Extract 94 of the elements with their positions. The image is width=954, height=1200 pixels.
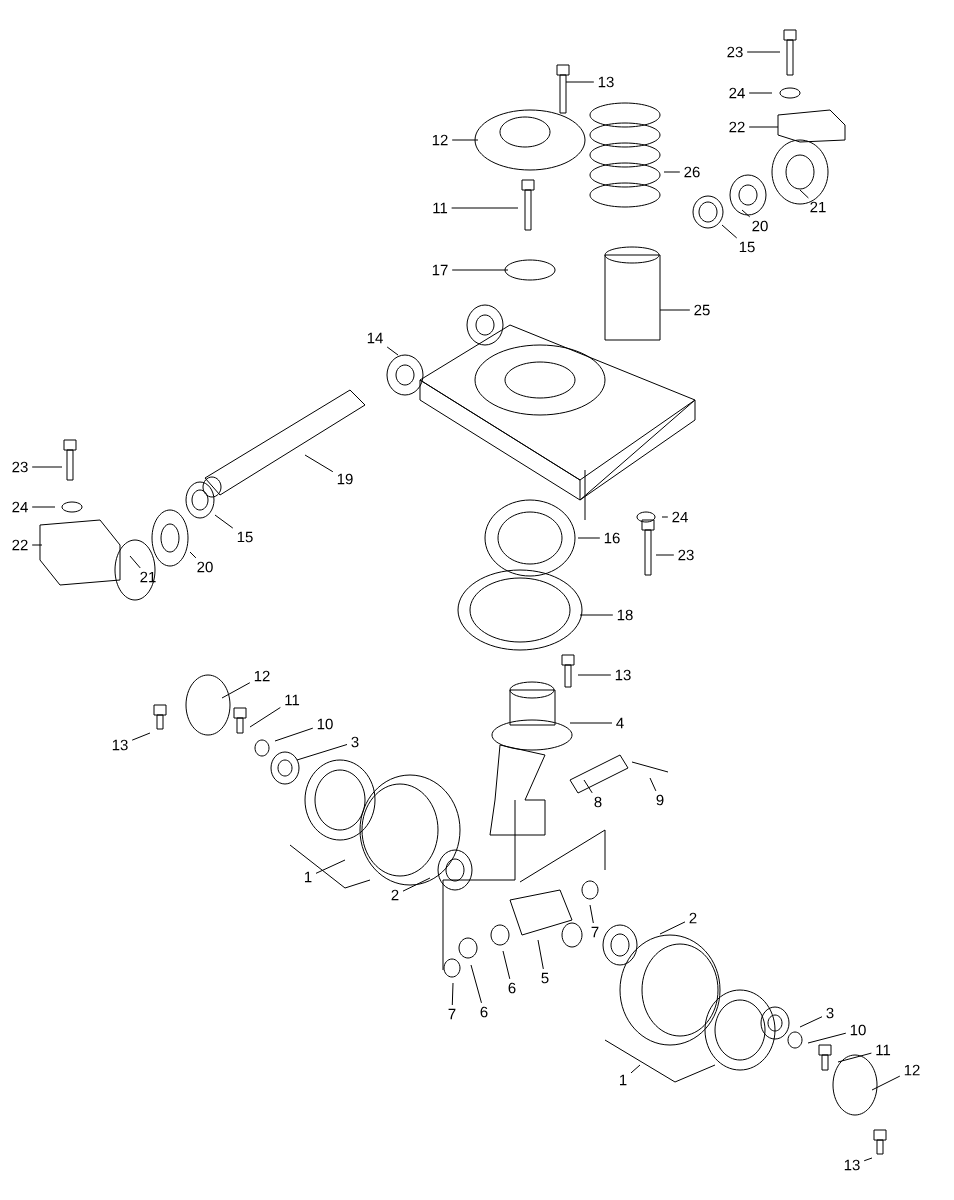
callout-number: 3 [351,736,359,748]
leader-line [649,777,657,792]
callout-number: 12 [432,134,448,146]
leader-line [837,1052,872,1063]
leader-line [748,126,779,128]
leader-line [451,139,479,141]
callout-number: 4 [616,717,624,729]
leader-line [31,544,43,546]
leader-line [583,779,593,794]
callout-number: 2 [391,889,399,901]
callout-number: 5 [541,972,549,984]
leader-line [799,189,809,199]
leader-line [315,859,346,874]
leader-line [659,921,686,935]
callout-number: 1 [620,1074,627,1086]
leader-line [502,950,511,980]
leader-line [537,939,544,970]
leader-line [871,1075,901,1091]
callout-number: 15 [739,241,755,253]
callout-number: 9 [656,794,664,806]
leader-line [663,171,681,173]
callout-number: 13 [615,669,631,681]
callout-number: 11 [285,694,300,706]
leader-line [721,224,738,239]
callout-number: 22 [12,539,28,551]
callout-number: 24 [12,501,28,513]
callout-number: 11 [433,202,448,214]
callout-number: 7 [591,926,599,938]
callout-number: 13 [844,1159,860,1171]
leader-line [274,727,314,742]
callout-number: 23 [727,46,743,58]
leader-line [451,207,519,209]
leader-line [304,454,334,473]
callout-number: 22 [729,121,745,133]
callout-number: 21 [810,201,826,213]
leader-line [249,707,281,728]
callout-number: 13 [598,76,614,88]
leader-line [470,964,482,1004]
callout-number: 20 [752,220,768,232]
callout-number: 23 [12,461,28,473]
leader-line [577,674,612,676]
callout-number: 8 [594,796,602,808]
leader-line [655,554,675,556]
callout-number: 7 [448,1008,456,1020]
callout-number: 18 [617,609,633,621]
callout-number: 16 [604,532,620,544]
callout-number: 13 [112,739,128,751]
callout-number: 19 [337,473,353,485]
leader-line [577,537,601,539]
leader-line [129,555,141,569]
leader-line [579,614,614,616]
leader-line [799,1016,823,1028]
leader-line [748,92,773,94]
leader-line [741,209,751,218]
callout-number: 20 [197,561,213,573]
leader-line [659,309,691,311]
callout-number: 11 [876,1044,891,1056]
leader-line [807,1032,847,1044]
callout-number: 2 [689,912,697,924]
leader-line [589,904,594,924]
leader-line [630,1064,641,1074]
callout-number: 17 [432,264,448,276]
leader-line [661,516,669,518]
callout-number: 12 [254,670,270,682]
callout-number: 21 [140,571,156,583]
callout-number: 14 [367,332,383,344]
leader-line [189,551,197,559]
callout-number: 6 [508,982,516,994]
callout-number: 3 [826,1007,834,1019]
leader-line [214,514,234,529]
leader-line [31,506,56,508]
callout-number: 6 [480,1006,488,1018]
callout-number: 23 [678,549,694,561]
leader-line [31,466,63,468]
leader-line [402,877,431,892]
leader-line [221,682,251,699]
leader-line [386,346,399,356]
callout-number: 24 [672,511,688,523]
leader-line [565,81,595,83]
callout-number: 10 [317,718,333,730]
callout-number: 26 [684,166,700,178]
leader-line [569,722,613,724]
callout-number: 24 [729,87,745,99]
callout-number: 1 [305,871,312,883]
leader-line [746,51,781,53]
leader-line [451,982,454,1006]
leader-line [863,1157,873,1162]
callout-number: 25 [694,304,710,316]
leader-line [131,732,151,741]
leader-line [296,744,348,761]
callout-number: 12 [904,1064,920,1076]
callout-number: 10 [850,1024,866,1036]
callout-number: 15 [237,531,253,543]
leader-line [451,269,509,271]
